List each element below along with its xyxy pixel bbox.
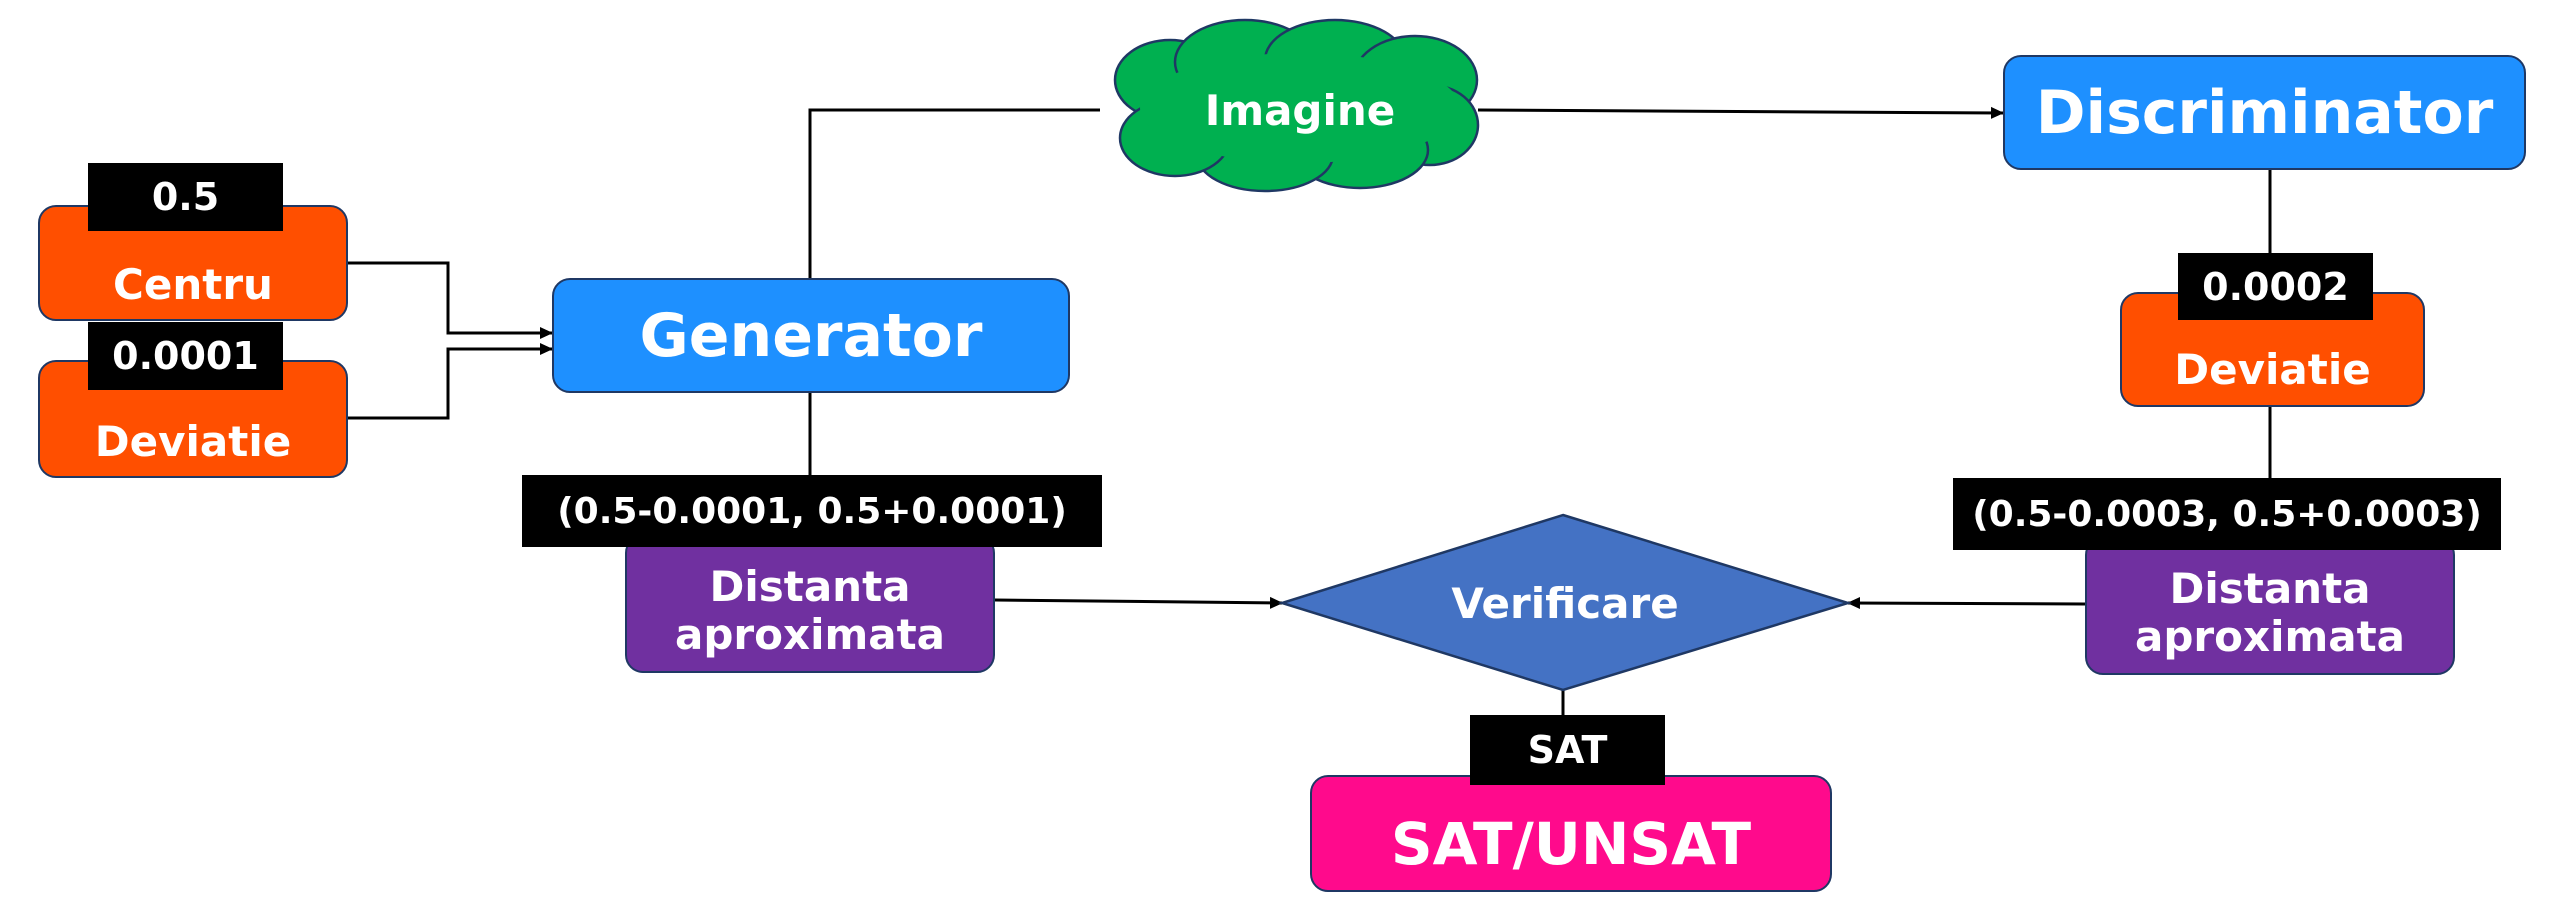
discriminator-deviatie-value-tag: 0.0002 [2178,253,2373,320]
connector-left-distance-verificare [994,596,1283,609]
centru-value-tag: 0.5 [88,163,283,231]
verificare-diamond-shape [1277,513,1853,692]
right-distance-box: Distanta aproximata [2085,537,2455,675]
discriminator-label: Discriminator [2035,77,2494,148]
connector-centru-generator [348,261,553,339]
deviatie-input-label: Deviatie [94,416,292,466]
left-distance-interval-tag: (0.5-0.0001, 0.5+0.0001) [522,475,1102,547]
right-distance-label-line1: Distanta [2169,563,2371,613]
result-label: SAT/UNSAT [1390,809,1752,878]
discriminator-deviatie-label: Deviatie [2174,345,2371,394]
connector-right-distance-verificare [1847,597,2086,610]
generator-label: Generator [639,300,983,371]
connector-deviatie-generator [348,343,553,420]
right-distance-interval-tag: (0.5-0.0003, 0.5+0.0003) [1953,478,2501,550]
generator-box: Generator [552,278,1070,393]
deviatie-input-value-tag: 0.0001 [88,322,283,390]
verificare-label: Verificare [1451,578,1679,628]
result-value-tag: SAT [1470,715,1665,785]
centru-label: Centru [113,259,273,309]
left-distance-box: Distanta aproximata [625,535,995,673]
imagine-cloud-shape [1113,18,1480,193]
connector-generator-imagine [808,108,1100,278]
connector-imagine-discriminator [1477,106,2004,119]
discriminator-box: Discriminator [2003,55,2526,170]
left-distance-label-line2: aproximata [675,610,945,659]
right-distance-label-line2: aproximata [2135,612,2405,661]
left-distance-label-line1: Distanta [709,561,911,611]
result-box: SAT/UNSAT [1310,775,1832,892]
imagine-label: Imagine [1204,85,1396,135]
